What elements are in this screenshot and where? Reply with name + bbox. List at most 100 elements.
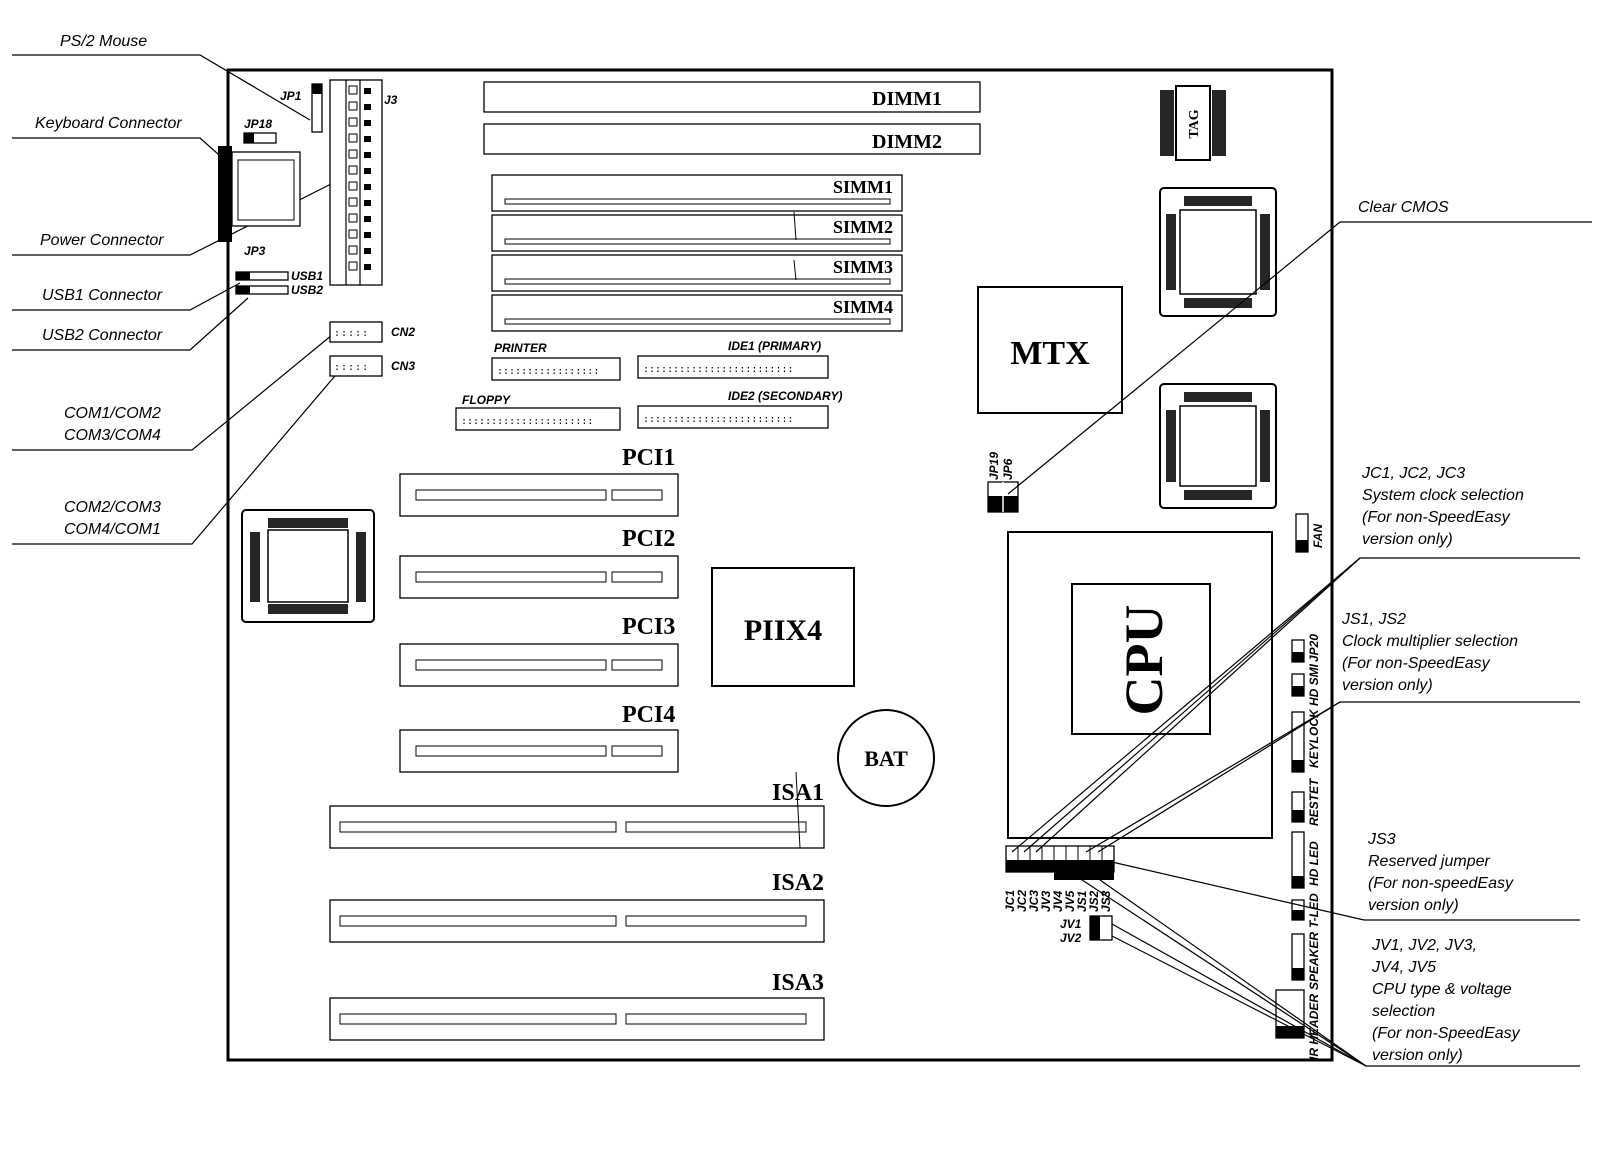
keyboard-inner bbox=[237, 159, 295, 221]
hdsmi-label: HD SMI bbox=[1307, 663, 1321, 706]
simm3-slot bbox=[491, 254, 903, 292]
pci4-label: PCI4 bbox=[622, 702, 675, 728]
dimm2-label: DIMM2 bbox=[872, 131, 942, 153]
leader-jv-c bbox=[1111, 935, 1367, 1067]
js1-label: JS1 bbox=[1075, 890, 1089, 912]
svg-text::::::: ::::: bbox=[334, 362, 369, 373]
hdled-label: HD LED bbox=[1307, 841, 1321, 886]
fan-label: FAN bbox=[1311, 524, 1325, 548]
pci2-slot bbox=[399, 555, 679, 599]
simm1-slot bbox=[491, 174, 903, 212]
io-connectors: JP1 JP18 JP3 J3 USB1 bbox=[218, 79, 415, 377]
jv5-label: JV5 bbox=[1063, 890, 1077, 912]
plcc-chip-lower bbox=[1159, 383, 1277, 509]
svg-text::::::::::::::::::: ::::::::::::::::: bbox=[497, 366, 599, 377]
board-outline bbox=[226, 68, 1334, 1062]
printer-label: PRINTER bbox=[494, 341, 547, 355]
callout-jv-line6: version only) bbox=[1372, 1047, 1463, 1064]
jv3-label: JV3 bbox=[1039, 890, 1053, 912]
usb2-label: USB2 bbox=[291, 283, 323, 297]
restet-label: RESTET bbox=[1307, 777, 1321, 826]
keylock-label: KEYLOCK bbox=[1307, 708, 1321, 768]
mtx-label: MTX bbox=[1010, 335, 1090, 372]
usb1-label: USB1 bbox=[291, 269, 323, 283]
leader-com-b bbox=[12, 369, 341, 545]
jp6-label: JP6 bbox=[1001, 458, 1015, 480]
callout-usb1-connector: USB1 Connector bbox=[42, 287, 163, 304]
pci1-label: PCI1 bbox=[622, 445, 675, 471]
simm2-label: SIMM2 bbox=[833, 217, 893, 237]
ide1-header bbox=[637, 355, 829, 379]
dimm1-label: DIMM1 bbox=[872, 88, 942, 110]
leader-jv-d bbox=[1099, 879, 1367, 1067]
jp20-label: JP20 bbox=[1307, 634, 1321, 662]
leader-jc3 bbox=[1035, 557, 1361, 853]
jc1-label: JC1 bbox=[1003, 890, 1017, 912]
cpu-config-jumpers: JC1 JC2 JC3 JV3 JV4 JV5 JS1 JS2 JS3 JV1 … bbox=[1003, 845, 1115, 945]
callout-js3-line3: (For non-speedEasy bbox=[1368, 875, 1514, 892]
pci4-slot bbox=[399, 729, 679, 773]
callout-usb2-connector: USB2 Connector bbox=[42, 327, 163, 344]
leader-com-a bbox=[12, 334, 333, 451]
simm4-slot bbox=[491, 294, 903, 332]
svg-text::::::: ::::: bbox=[334, 328, 369, 339]
callout-js3-line1: JS3 bbox=[1367, 831, 1396, 848]
ide2-label: IDE2 (SECONDARY) bbox=[728, 389, 842, 403]
simm3-label: SIMM3 bbox=[833, 257, 893, 277]
ide1-label: IDE1 (PRIMARY) bbox=[728, 339, 821, 353]
leader-js2 bbox=[1097, 701, 1341, 853]
leader-keyboard bbox=[12, 137, 246, 179]
cn2-header bbox=[329, 321, 383, 343]
callout-js3-line4: version only) bbox=[1368, 897, 1459, 914]
pci1-slot bbox=[399, 473, 679, 517]
piix4-label: PIIX4 bbox=[744, 614, 822, 647]
callout-com-a-line1: COM1/COM2 bbox=[64, 405, 161, 422]
jp18-pin bbox=[244, 133, 254, 143]
callout-jc-line4: version only) bbox=[1362, 531, 1453, 548]
simm2-slot bbox=[491, 214, 903, 252]
callout-js-line1: JS1, JS2 bbox=[1341, 611, 1406, 628]
printer-header bbox=[491, 357, 621, 381]
jv1-label: JV1 bbox=[1060, 917, 1082, 931]
cpu-label: CPU bbox=[1114, 605, 1174, 716]
callout-js3-line2: Reserved jumper bbox=[1368, 853, 1491, 870]
io-chip bbox=[241, 509, 375, 623]
j3-pins bbox=[348, 85, 371, 271]
speaker-label: SPEAKER bbox=[1307, 932, 1321, 990]
irheader-label: IR HEADER bbox=[1307, 994, 1321, 1060]
drive-headers: PRINTER ::::::::::::::::: IDE1 (PRIMARY)… bbox=[455, 339, 842, 431]
jv4-label: JV4 bbox=[1051, 890, 1065, 912]
callout-ps2-mouse: PS/2 Mouse bbox=[60, 33, 147, 50]
callout-jv-line5: (For non-SpeedEasy bbox=[1372, 1025, 1521, 1042]
mtx-chip bbox=[977, 286, 1123, 414]
leader-usb1 bbox=[12, 282, 241, 311]
leader-jc2 bbox=[1023, 557, 1361, 853]
jc2-label: JC2 bbox=[1015, 890, 1029, 912]
floppy-header bbox=[455, 407, 621, 431]
callout-jc-line2: System clock selection bbox=[1362, 487, 1524, 504]
js2-label: JS2 bbox=[1087, 890, 1101, 912]
isa3-slot bbox=[329, 997, 825, 1041]
bat-label: BAT bbox=[864, 746, 908, 771]
svg-text::::::::::::::::::::::::::: ::::::::::::::::::::::::: bbox=[643, 414, 794, 425]
tag-label: TAG bbox=[1187, 109, 1202, 138]
callout-keyboard-connector: Keyboard Connector bbox=[35, 115, 182, 132]
dimm1-slot bbox=[483, 81, 981, 113]
js3-label: JS3 bbox=[1099, 890, 1113, 912]
jp19-label: JP19 bbox=[987, 452, 1001, 480]
callout-jc-line3: (For non-SpeedEasy bbox=[1362, 509, 1511, 526]
callout-js-line3: (For non-SpeedEasy bbox=[1342, 655, 1491, 672]
jp18-label: JP18 bbox=[244, 117, 272, 131]
jp1-pin bbox=[312, 84, 322, 94]
callout-com-b-line1: COM2/COM3 bbox=[64, 499, 161, 516]
dimm2-slot bbox=[483, 123, 981, 155]
callout-jv-line3: CPU type & voltage bbox=[1372, 981, 1512, 998]
isa2-slot bbox=[329, 899, 825, 943]
memory-slots: DIMM1 DIMM2 SIMM1 SIMM2 SIMM3 SIMM4 bbox=[483, 81, 981, 332]
cn3-label: CN3 bbox=[391, 359, 415, 373]
callout-js-line2: Clock multiplier selection bbox=[1342, 633, 1518, 650]
simm1-label: SIMM1 bbox=[833, 177, 893, 197]
callout-jv-line4: selection bbox=[1372, 1003, 1435, 1020]
tag-chip: TAG bbox=[1160, 85, 1226, 161]
callout-jc-line1: JC1, JC2, JC3 bbox=[1361, 465, 1465, 482]
